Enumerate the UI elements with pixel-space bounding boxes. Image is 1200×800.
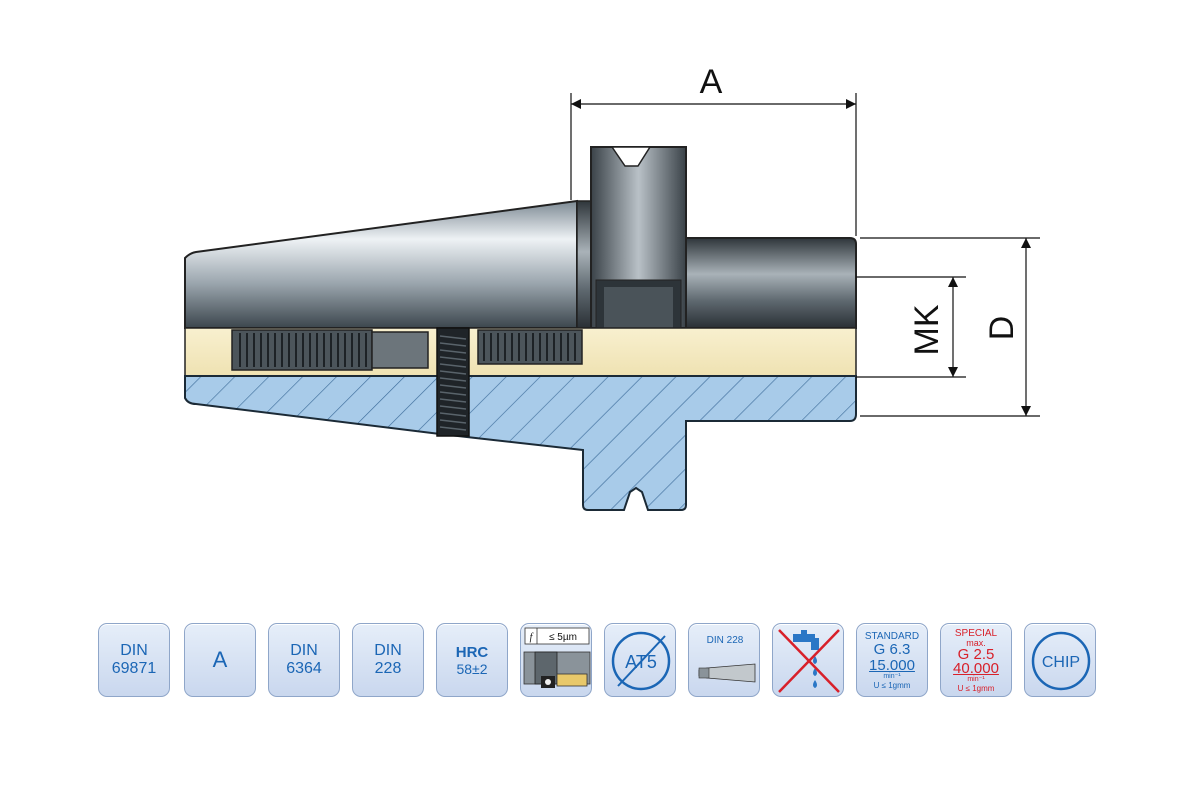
- tool-holder-drawing: A MK D: [184, 63, 1040, 511]
- feature-badges: DIN 69871 A DIN 6364 DIN 228 HRC 58±2 f …: [98, 623, 1108, 699]
- badge-din69871: DIN 69871: [98, 623, 170, 697]
- std-balance-note: U ≤ 1gmm: [873, 680, 911, 690]
- std-balance-grade: G 6.3: [873, 640, 911, 658]
- flange-collar: [576, 200, 592, 329]
- std-balance-rpm: 15.000: [869, 656, 915, 674]
- runout-icon: f ≤ 5µm: [523, 627, 591, 688]
- std-balance-unit: min⁻¹: [883, 672, 901, 680]
- badge-din228: DIN 228: [352, 623, 424, 697]
- badge-din6364-line1: DIN: [290, 642, 318, 659]
- badge-hardness-value: 58±2: [456, 660, 488, 677]
- dimension-d-label: D: [983, 316, 1021, 341]
- taper-shank: [184, 199, 578, 329]
- badge-form-a: A: [184, 623, 256, 697]
- badge-chip: CHIP: [1024, 623, 1096, 697]
- spec-balance-sub: max.: [966, 637, 986, 648]
- no-coolant-icon: [778, 629, 840, 693]
- badge-form-a-label: A: [212, 647, 228, 672]
- spec-balance-rpm: 40.000: [953, 659, 999, 677]
- flange-slot-inner: [604, 287, 673, 328]
- runout-label: ≤ 5µm: [549, 632, 577, 643]
- badge-din228-line2: 228: [374, 660, 402, 677]
- morse-taper-icon: DIN 228: [698, 635, 756, 683]
- front-cylinder: [685, 237, 857, 329]
- badge-no-coolant: [772, 623, 844, 697]
- dimension-mk-label: MK: [908, 304, 946, 355]
- drawbar-thread: [231, 329, 583, 371]
- badge-runout: f ≤ 5µm: [520, 623, 592, 697]
- dimension-a-label: A: [700, 63, 723, 101]
- badge-hardness: HRC 58±2: [436, 623, 508, 697]
- chip-icon: CHIP: [1031, 631, 1091, 691]
- dimension-lines: [570, 93, 1040, 417]
- badge-din6364: DIN 6364: [268, 623, 340, 697]
- badge-at5: AT5: [604, 623, 676, 697]
- badge-special-balance: SPECIAL max. G 2.5 40.000 min⁻¹ U ≤ 1gmm: [940, 623, 1012, 697]
- upper-outside-view: [184, 146, 857, 329]
- spec-balance-grade: G 2.5: [957, 645, 995, 663]
- flange-groove: [610, 146, 652, 167]
- badge-din69871-line1: DIN: [120, 642, 148, 659]
- svg-text:f: f: [530, 632, 534, 643]
- spec-balance-note: U ≤ 1gmm: [957, 683, 995, 693]
- spec-balance-unit: min⁻¹: [967, 675, 985, 683]
- badge-hardness-label: HRC: [455, 643, 489, 661]
- spec-balance-title: SPECIAL: [954, 627, 998, 639]
- badge-din69871-line2: 69871: [111, 660, 157, 677]
- badge-standard-balance: STANDARD G 6.3 15.000 min⁻¹ U ≤ 1gmm: [856, 623, 928, 697]
- chip-label: CHIP: [1042, 654, 1080, 671]
- badge-din6364-line2: 6364: [286, 660, 322, 677]
- section-body: [184, 375, 857, 511]
- std-balance-title: STANDARD: [864, 630, 920, 642]
- at5-taper-icon: AT5: [611, 631, 671, 691]
- badge-din228-line1: DIN: [374, 642, 402, 659]
- din228-taper-label: DIN 228: [707, 635, 744, 646]
- at5-label: AT5: [625, 652, 657, 672]
- badge-din228-taper: DIN 228: [688, 623, 760, 697]
